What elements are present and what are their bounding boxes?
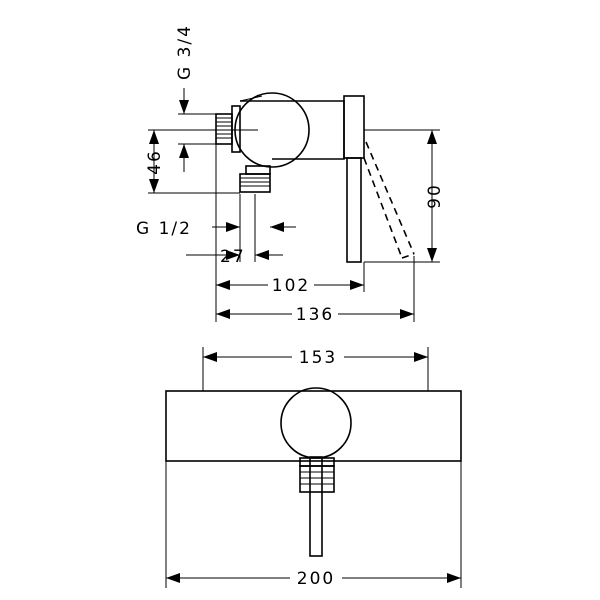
- label-102: 102: [272, 276, 310, 296]
- dimension-153: 153: [202, 346, 429, 391]
- front-body: [165, 387, 462, 462]
- label-g34: G 3/4: [175, 24, 195, 80]
- lever-handle: [343, 95, 365, 263]
- bottom-inlet: [239, 165, 271, 193]
- label-90: 90: [425, 183, 445, 209]
- dimension-200: 200: [165, 461, 462, 589]
- dimension-90: 90: [364, 129, 445, 263]
- label-200: 200: [297, 569, 335, 589]
- label-27: 27: [220, 247, 246, 267]
- label-153: 153: [299, 348, 337, 368]
- dimension-27: 27: [186, 194, 283, 267]
- label-g12: G 1/2: [136, 219, 192, 239]
- dimension-136: 136: [216, 256, 415, 325]
- side-view: G 3/4 46 G 1/2: [136, 24, 445, 325]
- front-inlet: [299, 457, 335, 493]
- lever-open-position: [363, 141, 415, 259]
- front-lever: [309, 456, 323, 557]
- threaded-outlet: [215, 105, 241, 153]
- label-46: 46: [145, 149, 165, 175]
- front-view: 153 200: [165, 346, 462, 589]
- label-136: 136: [296, 305, 334, 325]
- thread-g34-annotation: G 3/4: [175, 24, 216, 172]
- dimension-46: 46: [145, 129, 258, 194]
- dimension-102: 102: [215, 144, 365, 322]
- thread-g12-annotation: G 1/2: [136, 219, 296, 239]
